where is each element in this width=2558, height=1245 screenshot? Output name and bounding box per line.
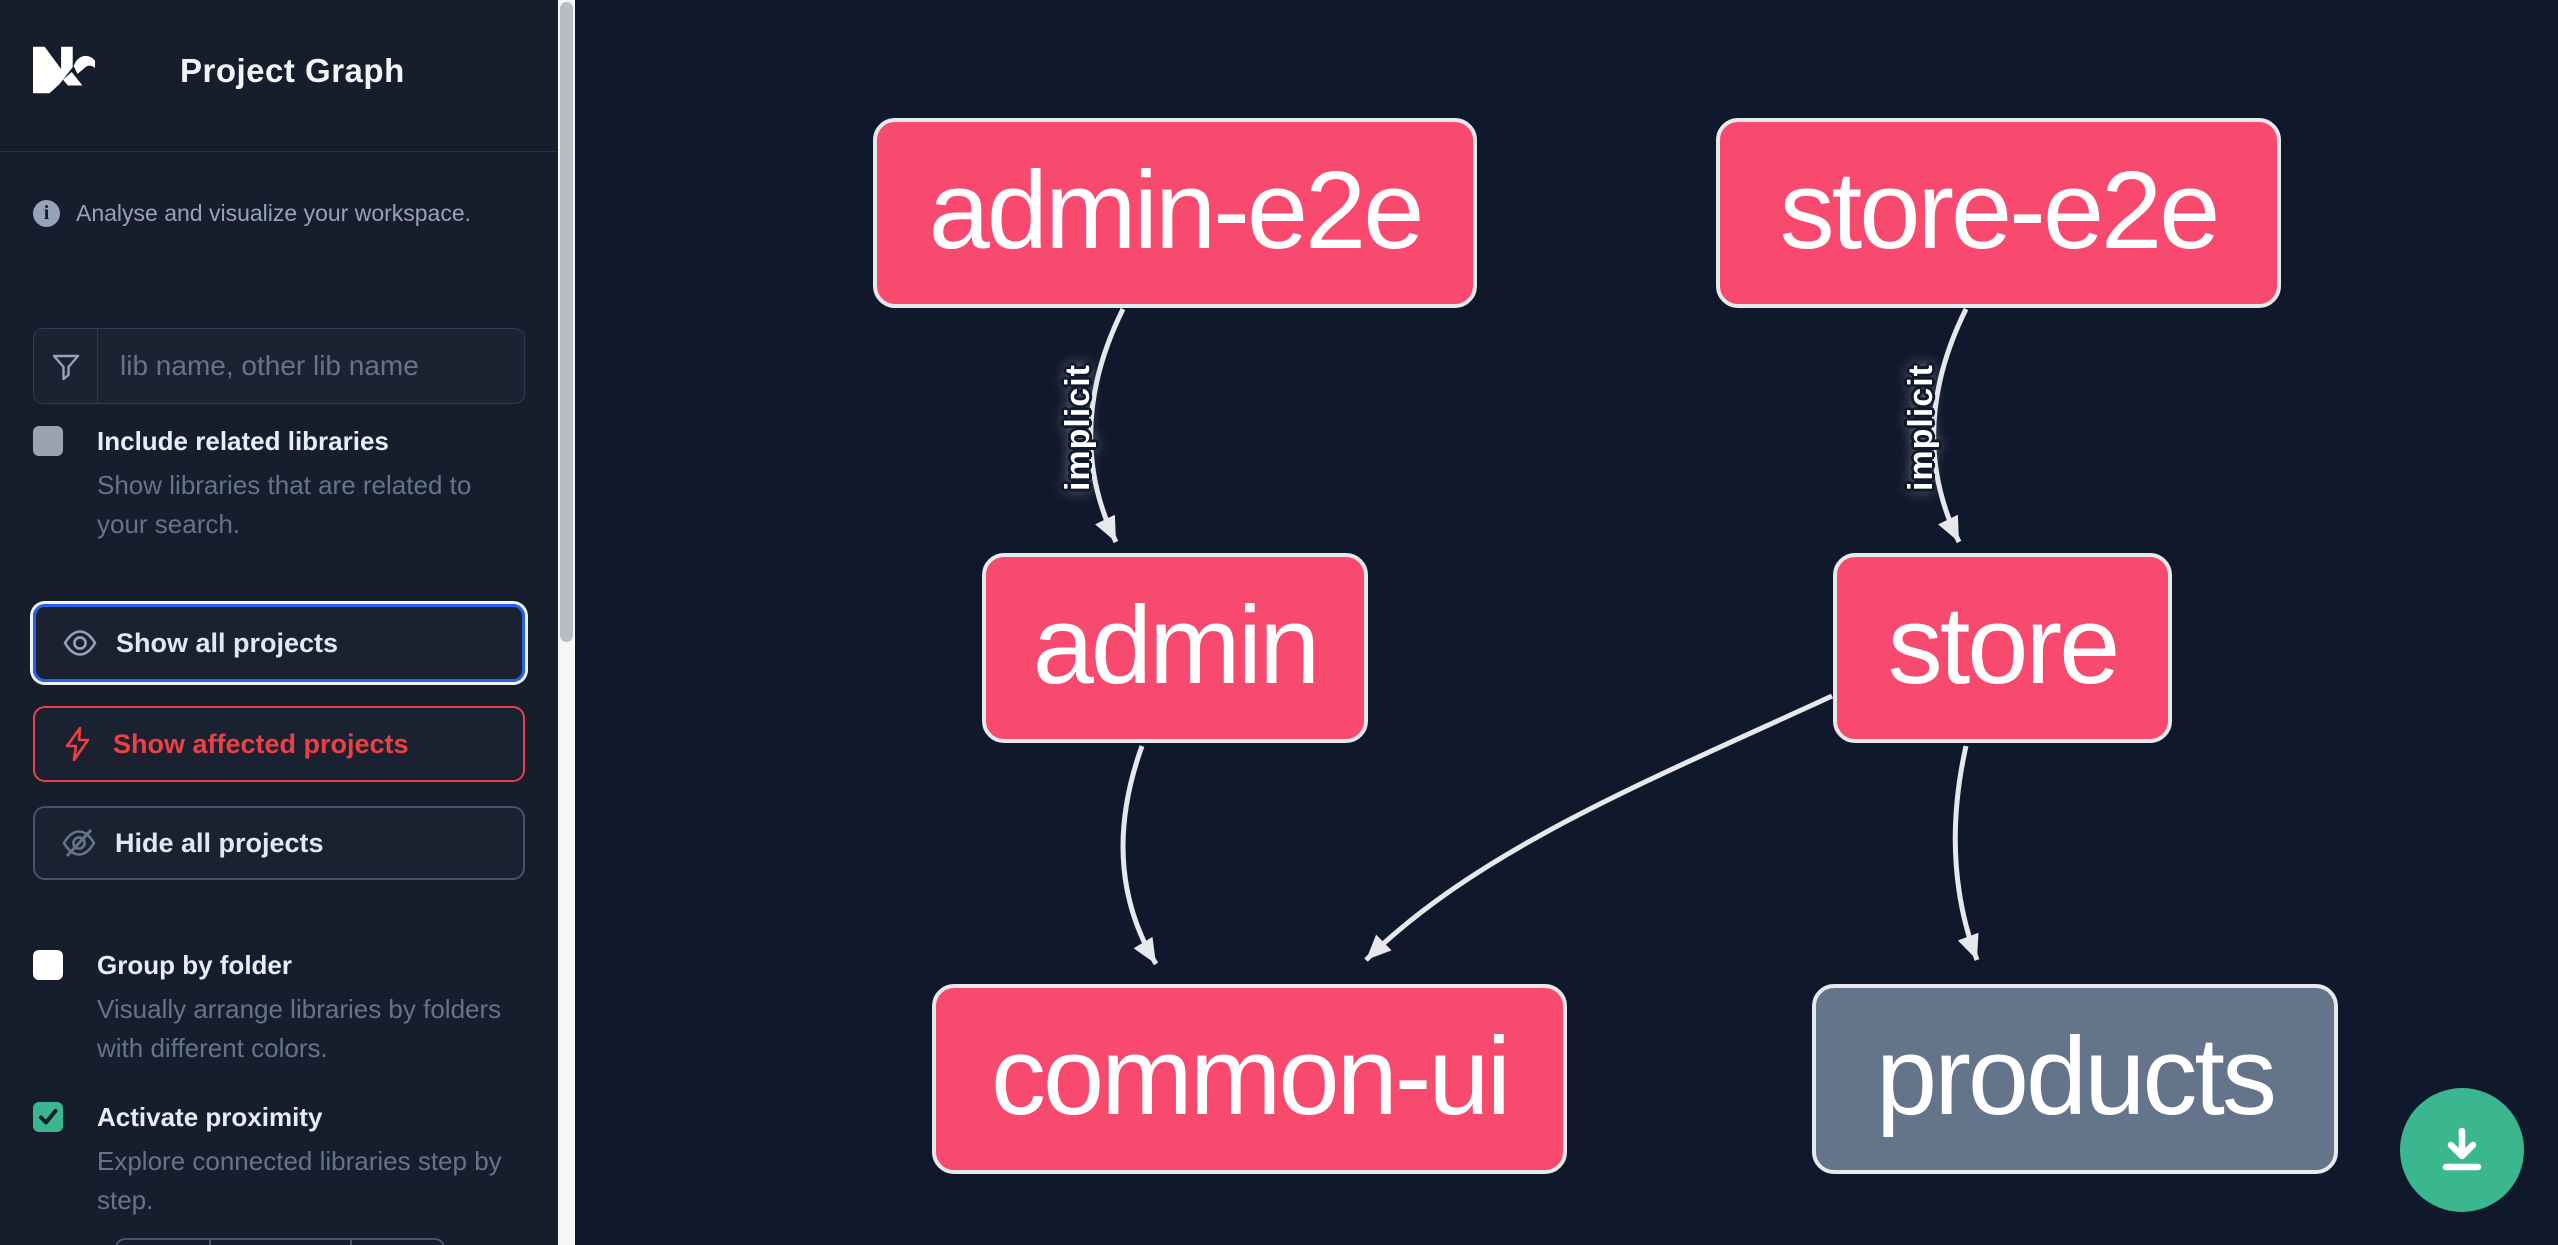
sidebar-header: Project Graph: [0, 0, 558, 152]
sidebar: Project Graph i Analyse and visualize yo…: [0, 0, 558, 1245]
graph-node-products[interactable]: products: [1812, 984, 2338, 1174]
button-label: Show affected projects: [113, 728, 409, 759]
graph-node-common-ui[interactable]: common-ui: [932, 984, 1567, 1174]
node-label: store-e2e: [1779, 148, 2221, 272]
edge-store-e2e-store: [1931, 307, 1969, 544]
download-image-button[interactable]: [2400, 1088, 2524, 1212]
checkbox-label: Activate proximity: [97, 1102, 323, 1132]
show-all-projects-button[interactable]: Show all projects: [33, 604, 525, 682]
download-icon: [2442, 1127, 2482, 1171]
activate-proximity-checkbox[interactable]: [33, 1102, 63, 1132]
graph-node-store-e2e[interactable]: store-e2e: [1716, 118, 2281, 308]
graph-node-admin[interactable]: admin: [982, 553, 1368, 743]
tagline-text: Analyse and visualize your workspace.: [76, 200, 472, 226]
proximity-stepper-partial[interactable]: [115, 1238, 445, 1245]
sidebar-scrollbar-track[interactable]: [558, 0, 575, 1245]
info-icon: i: [33, 200, 60, 227]
search-input[interactable]: [98, 329, 524, 403]
eye-off-icon: [61, 825, 97, 861]
node-label: admin: [1032, 583, 1321, 707]
show-affected-projects-button[interactable]: Show affected projects: [33, 706, 525, 782]
graph-node-store[interactable]: store: [1833, 553, 2172, 743]
hide-all-projects-button[interactable]: Hide all projects: [33, 806, 525, 880]
edge-label-implicit: implicit: [1059, 363, 1098, 492]
stepper-value-segment: [209, 1240, 350, 1245]
workspace-tagline-row: i Analyse and visualize your workspace.: [33, 200, 471, 227]
page-title: Project Graph: [180, 52, 405, 89]
stepper-decrement-segment[interactable]: [117, 1240, 209, 1245]
filter-icon: [34, 329, 98, 403]
edge-store-common-ui: [1364, 693, 1834, 962]
edge-store-products: [1952, 745, 1980, 961]
button-label: Show all projects: [116, 627, 339, 658]
checkbox-description: Visually arrange libraries by folders wi…: [97, 994, 502, 1063]
edge-admin-e2e-admin: [1088, 307, 1126, 544]
include-related-checkbox[interactable]: [33, 426, 63, 456]
stepper-increment-segment[interactable]: [350, 1240, 443, 1245]
nx-logo: [33, 46, 95, 94]
bolt-icon: [61, 726, 95, 762]
checkbox-row-activate-proximity: Activate proximity Explore connected lib…: [33, 1100, 533, 1220]
button-label: Hide all projects: [115, 827, 324, 858]
sidebar-scrollbar-thumb[interactable]: [560, 2, 573, 642]
theme-toggle-button[interactable]: [466, 62, 510, 106]
graph-canvas[interactable]: admin-e2e store-e2e admin store common-u…: [575, 0, 2558, 1245]
checkbox-description: Show libraries that are related to your …: [97, 470, 472, 539]
node-label: products: [1876, 1014, 2277, 1138]
checkbox-row-include-related: Include related libraries Show libraries…: [33, 424, 533, 544]
node-label: store: [1887, 583, 2121, 707]
checkbox-description: Explore connected libraries step by step…: [97, 1146, 502, 1215]
eye-icon: [62, 625, 98, 661]
group-by-folder-checkbox[interactable]: [33, 950, 63, 980]
checkbox-label: Group by folder: [97, 950, 292, 980]
edge-admin-common-ui: [1120, 745, 1159, 966]
checkbox-row-group-by-folder: Group by folder Visually arrange librari…: [33, 948, 533, 1068]
node-label: admin-e2e: [928, 148, 1425, 272]
checkbox-label: Include related libraries: [97, 426, 389, 456]
edge-label-implicit: implicit: [1902, 363, 1941, 492]
check-icon: [39, 1109, 58, 1125]
node-label: common-ui: [990, 1014, 1511, 1138]
graph-node-admin-e2e[interactable]: admin-e2e: [873, 118, 1477, 308]
search-box: [33, 328, 525, 404]
